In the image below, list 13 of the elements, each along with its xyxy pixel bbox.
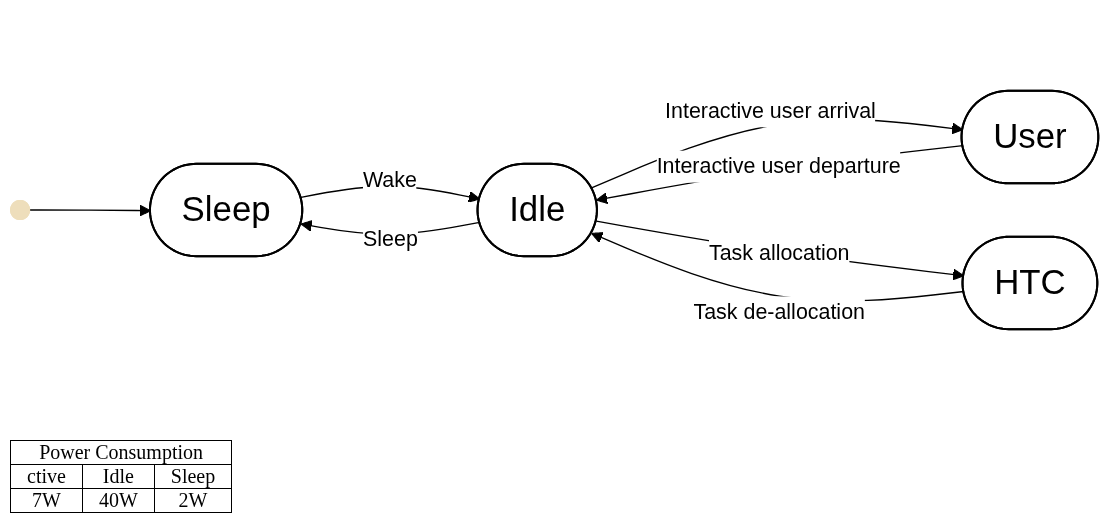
table-cell: 40W [82, 488, 155, 513]
edge-label: Interactive user departure [656, 154, 901, 178]
edge-label: Task allocation [708, 241, 850, 265]
edge-label: Task de-allocation [693, 300, 865, 324]
edge-label: Sleep [363, 227, 418, 251]
table-cell: Sleep [154, 464, 232, 489]
edge-label: Interactive user arrival [665, 99, 876, 123]
table-cell: ctive [10, 464, 83, 489]
table-cell: 2W [154, 488, 232, 513]
edge-label: Wake [362, 168, 417, 192]
table-cell: 7W [10, 488, 83, 513]
table-header: Power Consumption [10, 440, 232, 465]
table-cell: Idle [82, 464, 155, 489]
